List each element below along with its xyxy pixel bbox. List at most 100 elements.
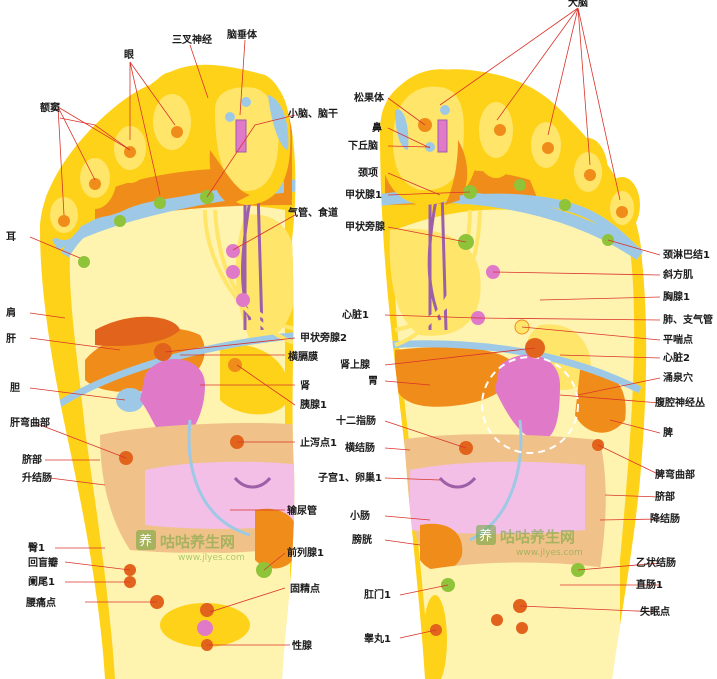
- label-frontal-sinus: 额窦: [40, 101, 60, 114]
- label-gonad: 性腺: [291, 639, 313, 652]
- label-eye: 眼: [124, 49, 134, 61]
- left-dots: [58, 97, 272, 651]
- label-cerebellum: 小脑、脑干: [287, 107, 338, 120]
- label-ascending-colon: 升结肠: [22, 471, 52, 484]
- right-big-toe-blue: [395, 109, 409, 150]
- labels-left: 眼 三叉神经 脑垂体 额窦 小脑、脑干 耳 气管、食道 肩 肝 甲状旁腺2 横膈…: [6, 28, 347, 652]
- label-appendix: 阑尾1: [28, 575, 55, 588]
- label-descending-colon: 降结肠: [650, 512, 680, 525]
- right-lung-area: [389, 228, 481, 336]
- left-dot-frontal-sinus-3: [124, 146, 136, 158]
- watermark-logo-icon: [136, 530, 156, 550]
- right-dot-heel: [516, 622, 528, 634]
- left-dot-eye-2: [154, 197, 166, 209]
- label-antidiarrhea: 止泻点1: [300, 436, 337, 449]
- label-buttock: 臀1: [28, 542, 45, 554]
- label-spleen: 脾: [663, 426, 673, 439]
- right-dot-brain-4: [584, 169, 596, 181]
- label-trapezius: 斜方肌: [662, 268, 693, 281]
- left-toe-orange: [209, 150, 250, 205]
- right-hypothalamus-bar: [437, 119, 448, 153]
- label-lung: 肺、支气管: [663, 313, 713, 326]
- right-toe-links: [459, 193, 644, 259]
- left-foot: [40, 64, 296, 679]
- right-dot-brain-2: [494, 124, 506, 136]
- left-dot-throat-1: [226, 244, 240, 258]
- right-stomach-orange: [395, 347, 513, 407]
- label-kidney: 肾: [300, 379, 310, 392]
- right-dot-pituitary: [440, 105, 450, 115]
- watermark-right: 养 咕咕养生网 www.jlyes.com: [476, 525, 583, 558]
- label-liver: 肝: [6, 333, 16, 345]
- left-dot-throat-2: [226, 265, 240, 279]
- label-ileocecal: 回盲瓣: [28, 556, 58, 569]
- right-dot-insomnia: [491, 614, 503, 626]
- watermark-url: www.jlyes.com: [178, 553, 245, 563]
- leader-lines: [29, 7, 661, 646]
- label-insomnia: 失眠点: [640, 605, 670, 618]
- label-diaphragm: 横膈膜: [288, 350, 318, 363]
- left-uterus: [233, 476, 272, 489]
- left-big-toe-blue: [268, 95, 289, 150]
- label-parathyroid-2: 甲状旁腺2: [300, 331, 347, 344]
- left-dot-ear: [78, 256, 90, 268]
- right-heel: [425, 562, 620, 679]
- right-yellow-lines: [394, 209, 482, 347]
- label-stomach: 胃: [368, 375, 378, 387]
- left-dot-seminal: [200, 603, 214, 617]
- left-dot-pancreas: [228, 358, 242, 372]
- left-diaphragm-band: [48, 331, 296, 413]
- labels-right: 大脑 松果体 鼻 下丘脑 颈项 甲状腺1 甲状旁腺 颈淋巴结1 斜方肌 胸腺1 …: [318, 0, 713, 645]
- label-navel-left: 脐部: [22, 453, 42, 466]
- label-nose: 鼻: [372, 121, 382, 134]
- label-asthma: 平喘点: [663, 333, 693, 346]
- right-spleen: [575, 369, 626, 433]
- label-uterus-ovary: 子宫1、卵巢1: [318, 471, 382, 484]
- label-pancreas: 胰腺1: [300, 398, 327, 411]
- label-bladder: 膀胱: [351, 533, 372, 546]
- right-yongquan-circle: [481, 356, 579, 454]
- left-dot-throat-3: [236, 293, 250, 307]
- left-dot-gonad-1: [197, 620, 213, 636]
- label-hepatic-flexure: 肝弯曲部: [10, 416, 50, 429]
- left-dot-eye-1: [114, 215, 126, 227]
- watermark-logo-glyph-2: 养: [479, 528, 492, 544]
- label-neck: 颈项: [357, 167, 378, 179]
- label-thyroid: 甲状腺1: [345, 188, 382, 201]
- label-parathyroid: 甲状旁腺: [345, 220, 386, 233]
- label-small-intestine: 小肠: [349, 509, 370, 522]
- right-dot-brain-3: [542, 142, 554, 154]
- label-navel-right: 脐部: [655, 490, 675, 503]
- left-dot-frontal-sinus-2: [89, 178, 101, 190]
- label-prostate: 前列腺1: [287, 546, 324, 559]
- label-splenic-flexure: 脾弯曲部: [655, 468, 695, 481]
- label-thymus: 胸腺1: [663, 290, 690, 303]
- right-kidney: [495, 354, 560, 440]
- right-dot-brain-5: [616, 206, 628, 218]
- label-neck-lymph: 颈淋巴结1: [662, 248, 710, 261]
- label-shoulder: 肩: [6, 306, 16, 319]
- label-hypothalamus: 下丘脑: [348, 139, 378, 152]
- label-ureter: 输尿管: [287, 504, 317, 517]
- left-dot-frontal-sinus-4: [171, 126, 183, 138]
- right-dot-toe-link-2: [559, 199, 571, 211]
- label-rectum: 直肠1: [636, 578, 663, 591]
- left-dot-parathyroid: [154, 343, 172, 361]
- right-toe-orange: [445, 140, 468, 205]
- label-pituitary: 脑垂体: [227, 28, 258, 41]
- label-heart-1: 心脏1: [342, 308, 369, 321]
- label-anus: 肛门1: [363, 588, 391, 601]
- watermark-url-2: www.jlyes.com: [516, 548, 583, 558]
- label-cerebrum: 大脑: [568, 0, 588, 9]
- label-gallbladder: 胆: [10, 382, 20, 394]
- label-trigeminal: 三叉神经: [172, 33, 212, 46]
- left-pelvis: [255, 508, 296, 569]
- watermark-title-2: 咕咕养生网: [500, 528, 575, 546]
- label-transverse-colon: 横结肠: [345, 441, 375, 454]
- left-upper-orange: [95, 316, 180, 347]
- label-pineal: 松果体: [354, 91, 385, 104]
- label-yongquan: 涌泉穴: [663, 371, 693, 384]
- label-sigmoid-colon: 乙状结肠: [636, 556, 676, 569]
- label-heart-2: 心脏2: [663, 351, 690, 364]
- right-bladder: [420, 523, 463, 571]
